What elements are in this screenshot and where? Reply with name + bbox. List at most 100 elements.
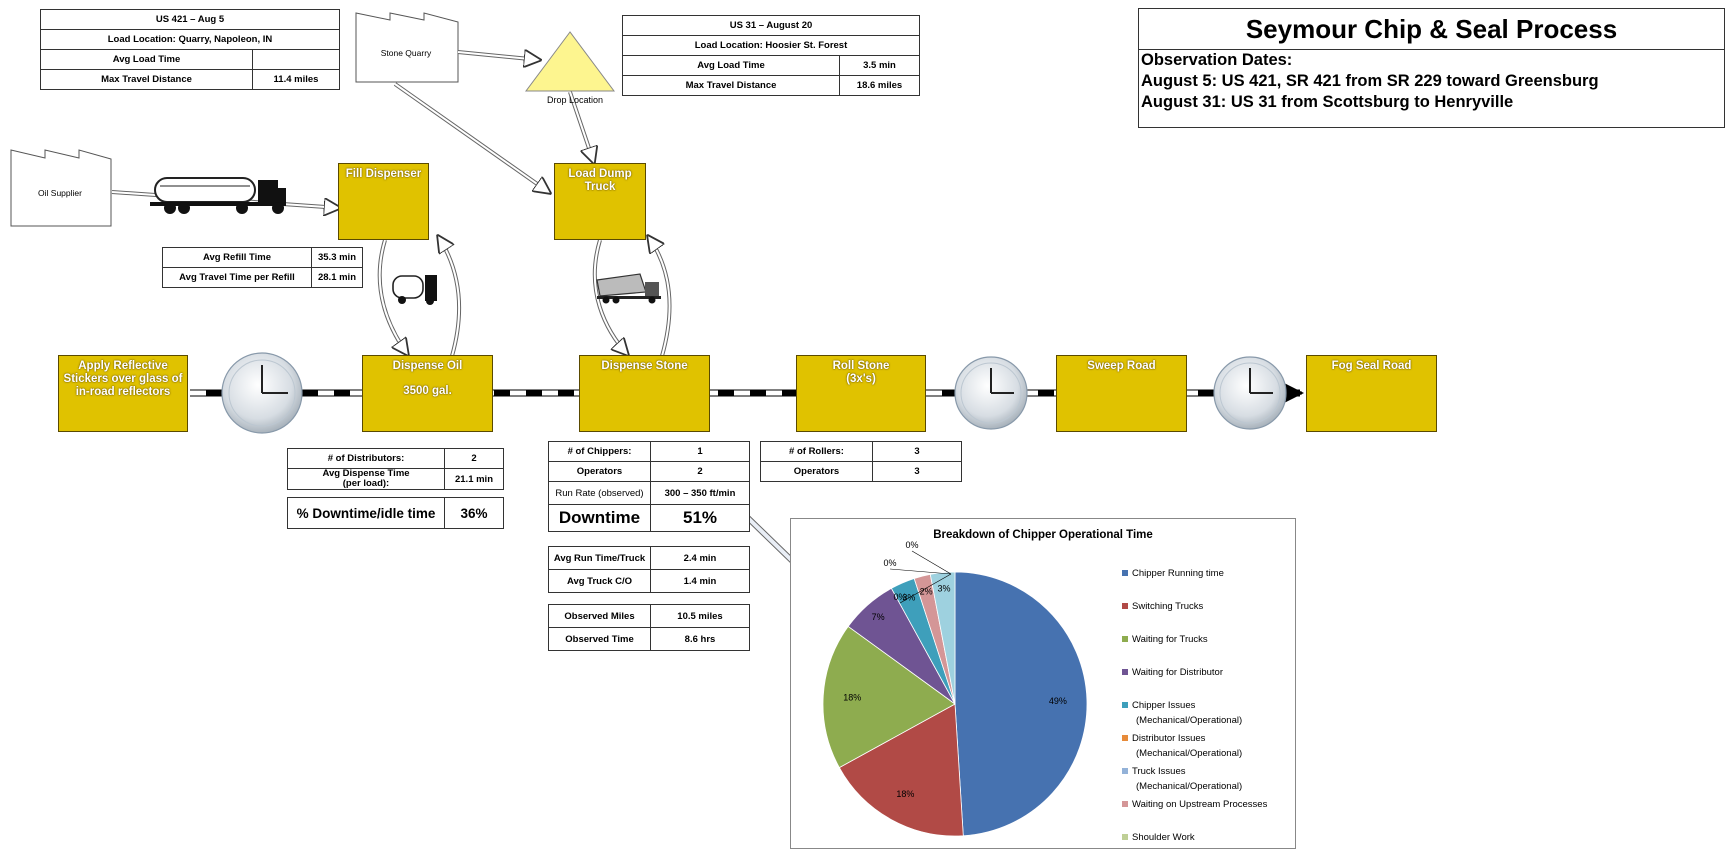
legend-item-5: Distributor Issues (Mechanical/Operationa…: [1122, 731, 1322, 764]
legend-swatch-5: [1122, 735, 1128, 741]
process-fog-seal-road: Fog Seal Road: [1306, 355, 1437, 432]
num-rollers-value: 3: [872, 441, 962, 462]
pie-leader-line-6: [911, 550, 952, 575]
process-load-dump-truck: Load Dump Truck: [554, 163, 646, 240]
pie-slice-0: [954, 571, 1088, 837]
avg-dispense-value: 21.1 min: [444, 468, 504, 490]
legend-item-4: Chipper Issues(Mechanical/Operational): [1122, 698, 1322, 731]
us421-title: US 421 – Aug 5: [40, 9, 340, 30]
chipper-downtime-value: 51%: [650, 504, 750, 532]
fill-dispenser-label: Fill Dispenser: [345, 168, 422, 180]
num-distributors-value: 2: [444, 448, 504, 469]
drop-location-triangle: [525, 31, 615, 92]
observed-time-label: Observed Time: [548, 627, 651, 651]
apply-reflective-line-1: Apply Reflective: [78, 360, 168, 372]
us31-max-travel-value: 18.6 miles: [839, 75, 920, 96]
legend-swatch-4: [1122, 702, 1128, 708]
dispense-oil-volume: 3500 gal.: [403, 385, 452, 397]
pie-slice-label-3: 7%: [872, 612, 885, 622]
observation-heading: Observation Dates:: [1141, 51, 1293, 69]
observed-time-value: 8.6 hrs: [650, 627, 750, 651]
dispense-stone-label: Dispense Stone: [601, 360, 688, 372]
tanker-truck-icon: [150, 177, 286, 214]
pie-slice-label-1: 18%: [896, 789, 914, 799]
observation-line-2: August 31: US 31 from Scottsburg to Henr…: [1141, 93, 1514, 111]
observation-line-1: August 5: US 421, SR 421 from SR 229 tow…: [1141, 72, 1599, 90]
chipper-downtime-label: Downtime: [548, 504, 651, 532]
us31-title: US 31 – August 20: [622, 15, 920, 36]
legend-swatch-2: [1122, 636, 1128, 642]
small-tanker-icon: [392, 275, 437, 305]
legend-swatch-3: [1122, 669, 1128, 675]
legend-item-8: Shoulder Work: [1122, 830, 1322, 863]
dispense-oil-label: Dispense Oil: [392, 360, 463, 372]
pie-chart-svg: 49%18%18%7%3%2%3%0%0%0%: [822, 540, 1088, 837]
process-roll-stone: Roll Stone (3x's): [796, 355, 926, 432]
stone-quarry-label: Stone Quarry: [380, 48, 432, 58]
load-dump-truck-label-line-2: Truck: [584, 181, 616, 193]
chart-title: Breakdown of Chipper Operational Time: [933, 529, 1153, 541]
legend-label-5-0: Distributor Issues: [1132, 733, 1206, 744]
legend-swatch-1: [1122, 603, 1128, 609]
us31-avg-load-label: Avg Load Time: [622, 55, 840, 76]
legend-label-1-0: Switching Trucks: [1132, 601, 1204, 612]
us421-max-travel-value: 11.4 miles: [252, 69, 340, 90]
pie-zero-label-5: 0%: [883, 558, 896, 568]
process-fill-dispenser: Fill Dispenser: [338, 163, 429, 240]
title-box: Seymour Chip & Seal Process Observation …: [1138, 8, 1725, 128]
load-dump-truck-label-line-1: Load Dump: [568, 168, 632, 180]
pie-slice-9: [929, 571, 956, 705]
avg-dispense-label: Avg Dispense Time(per load):: [287, 468, 445, 490]
us421-avg-load-label: Avg Load Time: [40, 49, 253, 70]
legend-label-7-0: Waiting on Upstream Processes: [1132, 799, 1268, 810]
avg-refill-value: 35.3 min: [311, 247, 363, 268]
process-apply-reflective-stickers: Apply Reflective Stickers over glass of …: [58, 355, 188, 432]
observed-miles-label: Observed Miles: [548, 604, 651, 628]
avg-travel-label: Avg Travel Time per Refill: [162, 267, 312, 288]
legend-label-6-0: Truck Issues: [1132, 766, 1186, 777]
pie-slice-label-4: 3%: [902, 592, 915, 602]
num-distributors-label: # of Distributors:: [287, 448, 445, 469]
legend-item-3: Waiting for Distributor: [1122, 665, 1322, 698]
legend-item-6: Truck Issues (Mechanical/Operational): [1122, 764, 1322, 797]
page-title: Seymour Chip & Seal Process: [1139, 9, 1724, 50]
num-rollers-label: # of Rollers:: [760, 441, 873, 462]
observed-miles-value: 10.5 miles: [650, 604, 750, 628]
pie-slice-label-9: 3%: [938, 583, 951, 593]
pie-leader-line-5: [889, 568, 952, 575]
legend-label-4-1: (Mechanical/Operational): [1136, 715, 1243, 726]
run-rate-value: 300 – 350 ft/min: [650, 481, 750, 505]
distributor-downtime-label: % Downtime/idle time: [287, 497, 445, 529]
avg-travel-value: 28.1 min: [311, 267, 363, 288]
legend-item-2: Waiting for Trucks: [1122, 632, 1322, 665]
oil-supplier-label: Oil Supplier: [38, 188, 82, 198]
legend-item-1: Switching Trucks: [1122, 599, 1322, 632]
pie-slice-label-2: 18%: [843, 693, 861, 703]
pie-slice-label-7: 2%: [920, 586, 933, 596]
avg-run-time-value: 2.4 min: [650, 546, 750, 570]
legend-item-7: Waiting on Upstream Processes: [1122, 797, 1322, 830]
pie-zero-label-8: 0%: [893, 592, 906, 602]
pie-zero-label-6: 0%: [905, 540, 918, 550]
legend-swatch-7: [1122, 801, 1128, 807]
process-sweep-road: Sweep Road: [1056, 355, 1187, 432]
legend-label-0-0: Chipper Running time: [1132, 568, 1224, 579]
legend-label-3-0: Waiting for Distributor: [1132, 667, 1223, 678]
distributor-downtime-value: 36%: [444, 497, 504, 529]
roller-operators-label: Operators: [760, 461, 873, 482]
oil-supplier-factory-icon: [10, 149, 112, 227]
num-chippers-label: # of Chippers:: [548, 441, 651, 462]
pie-slice-1: [838, 703, 964, 837]
us31-avg-load-value: 3.5 min: [839, 55, 920, 76]
apply-reflective-line-3: in-road reflectors: [75, 386, 171, 398]
legend-label-6-1: (Mechanical/Operational): [1136, 781, 1243, 792]
us421-table: US 421 – Aug 5 Load Location: Quarry, Na…: [40, 9, 340, 90]
legend-label-5-1: (Mechanical/Operational): [1136, 748, 1243, 759]
legend-swatch-6: [1122, 768, 1128, 774]
